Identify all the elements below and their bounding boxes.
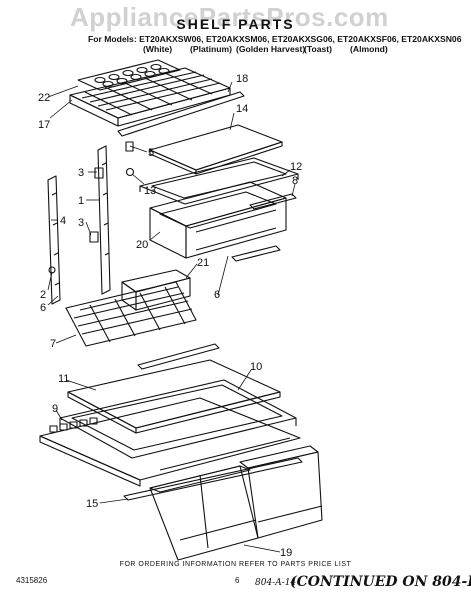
callout-15: 15 [86, 498, 98, 510]
crisper-cover-base [39, 397, 301, 487]
watermark: AppliancePartsPros.com [70, 2, 389, 32]
callout-3-upper: 3 [78, 167, 84, 179]
bottom-slide-rail [123, 457, 303, 501]
callout-12: 12 [290, 161, 302, 173]
color-label-white: (White) [143, 44, 173, 54]
handwritten-reference: 804-A-14 [255, 578, 297, 588]
ladder-clip-lower [89, 231, 99, 243]
callout-3-lower: 3 [78, 217, 84, 229]
continued-note: (CONTINUED ON 804-B-1) [290, 574, 471, 590]
glass-crisper-cover [67, 359, 281, 434]
callout-7: 7 [50, 338, 56, 350]
callout-2: 2 [40, 289, 46, 301]
callout-18: 18 [236, 73, 248, 85]
shelf-support-clip [125, 141, 134, 152]
crisper-cover-frame [59, 379, 297, 459]
shelf-screw [125, 167, 135, 177]
callout-13: 13 [144, 185, 156, 197]
crisper-drawer-right [239, 445, 323, 539]
callout-11: 11 [58, 373, 69, 385]
crisper-drawer [149, 181, 287, 259]
glass-shelf-upper [149, 124, 283, 175]
diagram-title: SHELF PARTS [176, 16, 295, 32]
lower-wire-shelf [65, 281, 197, 347]
color-label-platinum: (Platinum) [190, 44, 233, 54]
callout-14: 14 [236, 103, 248, 115]
ladder-clip-upper [94, 167, 104, 179]
color-label-toast: (Toast) [304, 44, 333, 54]
color-label-golden-harvest: (Golden Harvest) [236, 44, 306, 54]
slide-rail-lower [231, 245, 281, 262]
callout-17: 17 [38, 119, 50, 131]
shelf-ladder-right [97, 145, 111, 295]
crisper-drawer-left [149, 465, 259, 561]
callout-4: 4 [60, 215, 66, 227]
top-wire-shelf [69, 67, 231, 127]
callout-19: 19 [280, 547, 292, 559]
callout-5: 5 [148, 147, 154, 159]
callout-22: 22 [38, 92, 50, 104]
page-number: 6 [235, 576, 240, 585]
callout-20: 20 [136, 239, 148, 251]
shelf-ladder-left [47, 175, 61, 305]
models-line: For Models: ET20AKXSW06, ET20AKXSM06, ET… [88, 34, 462, 44]
callout-1: 1 [78, 195, 84, 207]
callout-21: 21 [197, 257, 209, 269]
crisper-shelf-frame [139, 157, 299, 205]
center-rail [137, 343, 220, 370]
callout-9: 9 [52, 403, 58, 415]
callout-10: 10 [250, 361, 262, 373]
part-number: 4315826 [16, 576, 48, 585]
color-label-almond: (Almond) [350, 44, 388, 54]
callout-6-lower: 6 [214, 289, 220, 301]
egg-tray [77, 59, 181, 91]
shelf-trim-rail [117, 91, 245, 137]
callout-8: 8 [292, 175, 298, 187]
ordering-info: FOR ORDERING INFORMATION REFER TO PARTS … [119, 561, 352, 568]
callout-6-upper: 6 [40, 302, 46, 314]
